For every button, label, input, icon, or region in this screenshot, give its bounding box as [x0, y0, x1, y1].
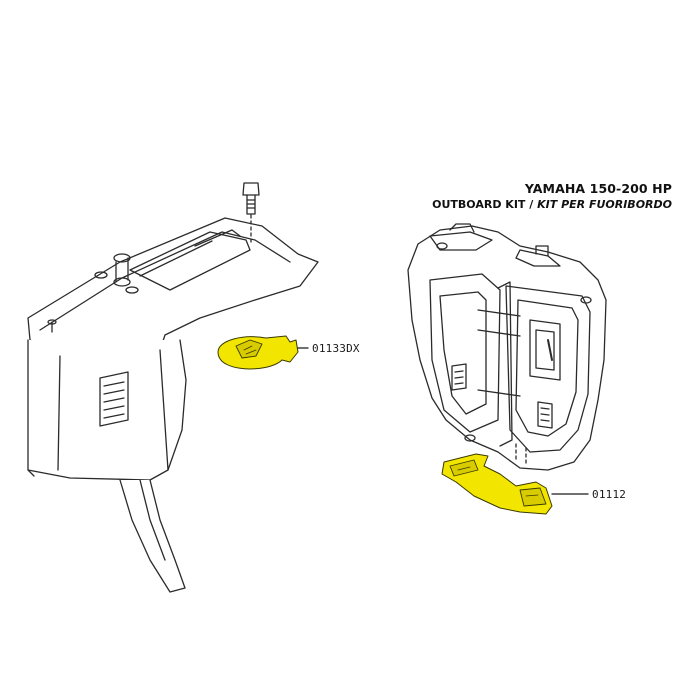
anode-01133dx [217, 335, 299, 370]
clamp-bracket-drawing [407, 223, 607, 495]
kit-title: YAMAHA 150-200 HP OUTBOARD KIT / KIT PER… [432, 181, 672, 213]
title-subtitle-en: OUTBOARD KIT / [432, 198, 534, 211]
title-subtitle-it: KIT PER FUORIBORDO [537, 198, 672, 211]
lower-unit-drawing [27, 182, 319, 593]
mounting-bolt [242, 182, 260, 246]
title-subtitle: OUTBOARD KIT / KIT PER FUORIBORDO [432, 197, 672, 213]
title-model: YAMAHA 150-200 HP [524, 181, 672, 196]
part-label-01112: 01112 [592, 488, 627, 501]
anode-01112 [441, 453, 553, 515]
part-label-01133dx: 01133DX [312, 342, 360, 355]
